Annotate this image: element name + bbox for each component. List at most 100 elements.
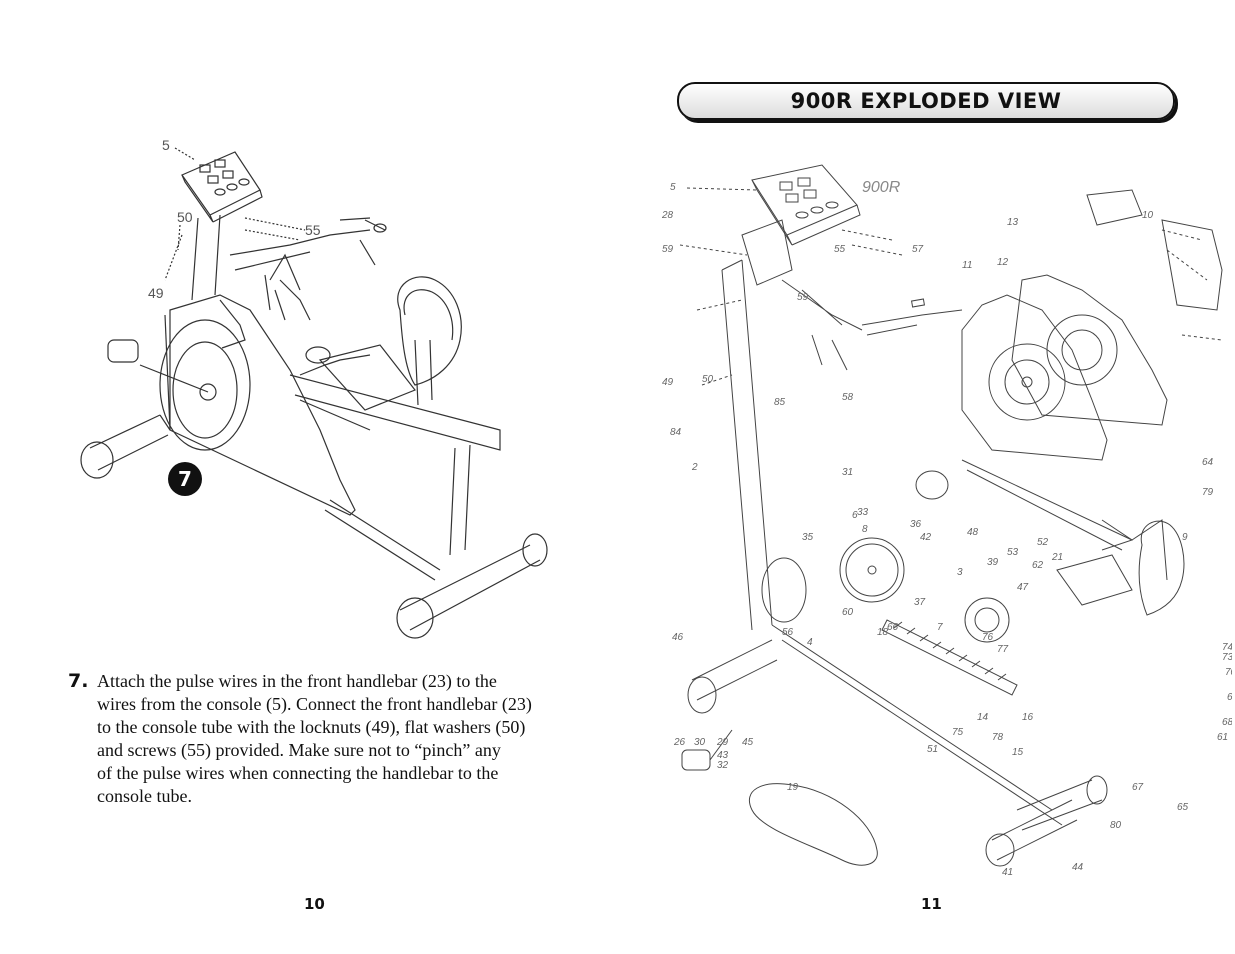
- exploded-view-diagram: 5 28 59 55 57 58 59 49 50 84 85 2 31 33 …: [662, 164, 1232, 878]
- drive-belt-illustration: [749, 783, 878, 866]
- part-label: 50: [177, 209, 193, 225]
- part-label: 26: [673, 737, 686, 748]
- part-label: 62: [1032, 560, 1044, 571]
- part-label: 60: [842, 607, 854, 618]
- part-label: 16: [1022, 712, 1034, 723]
- part-label: 53: [1007, 547, 1019, 558]
- part-label: 46: [672, 632, 684, 643]
- seat-illustration: [299, 276, 462, 411]
- part-label: 47: [1017, 582, 1029, 593]
- part-label: 4: [807, 637, 813, 648]
- step-callout-badge: 7: [168, 462, 202, 496]
- part-label: 45: [742, 737, 754, 748]
- page-number: 10: [304, 895, 325, 913]
- part-label: 48: [967, 527, 979, 538]
- part-label: 44: [1072, 862, 1084, 873]
- left-page: 5 50 49 55 7 7. Attach the pulse wires i…: [0, 0, 617, 954]
- console-illustration: [751, 164, 861, 246]
- flywheel-illustration: [761, 470, 1010, 643]
- part-label: 30: [694, 737, 706, 748]
- right-page: 900R EXPLODED VIEW: [617, 0, 1235, 954]
- page-number: 11: [921, 895, 942, 913]
- part-label: 8: [862, 524, 868, 535]
- part-label: 69: [1227, 692, 1232, 703]
- console-illustration: [181, 151, 263, 223]
- part-label: 12: [997, 257, 1009, 268]
- part-label: 59: [797, 292, 809, 303]
- part-label: 64: [1202, 457, 1214, 468]
- step-line: of the pulse wires when connecting the h…: [97, 763, 499, 783]
- part-label: 65: [1177, 802, 1189, 813]
- part-label: 28: [662, 210, 674, 221]
- part-label: 79: [1202, 487, 1214, 498]
- part-label: 70: [1225, 667, 1232, 678]
- part-label: 78: [992, 732, 1004, 743]
- step-line: console tube.: [97, 786, 192, 806]
- part-label: 5: [162, 137, 170, 153]
- part-label: 52: [1037, 537, 1049, 548]
- part-label: 42: [920, 532, 932, 543]
- part-label: 84: [670, 427, 682, 438]
- part-label: 49: [148, 285, 164, 301]
- part-label: 74: [1222, 642, 1232, 653]
- part-label: 76: [982, 632, 994, 643]
- part-label: 66: [887, 622, 899, 633]
- part-label: 68: [1222, 717, 1232, 728]
- part-label: 35: [802, 532, 814, 543]
- part-label: 11: [962, 260, 972, 271]
- part-label: 39: [987, 557, 999, 568]
- side-cover-illustration: [961, 189, 1223, 461]
- part-label: 32: [717, 760, 729, 771]
- front-stabilizer-illustration: [80, 414, 171, 479]
- step-line: wires from the console (5). Connect the …: [97, 694, 532, 714]
- part-label: 36: [910, 519, 922, 530]
- pedal-illustration: [681, 749, 711, 771]
- rear-stabilizer-illustration: [396, 533, 548, 639]
- part-label: 21: [1051, 552, 1063, 563]
- part-label: 6: [852, 510, 858, 521]
- step-line: Attach the pulse wires in the front hand…: [97, 671, 497, 691]
- page-title: 900R EXPLODED VIEW: [790, 89, 1062, 113]
- part-label: 55: [305, 222, 321, 238]
- part-label: 55: [834, 244, 846, 255]
- part-label: 57: [912, 244, 924, 255]
- part-label: 73: [1222, 652, 1232, 663]
- part-label: 75: [952, 727, 964, 738]
- part-label: 49: [662, 377, 674, 388]
- part-label: 33: [857, 507, 869, 518]
- part-label: 10: [1142, 210, 1154, 221]
- part-label: 41: [1002, 867, 1013, 878]
- step-number: 7.: [68, 670, 89, 692]
- step-line: and screws (55) provided. Make sure not …: [97, 740, 501, 760]
- part-label: 2: [691, 462, 698, 473]
- step-line: to the console tube with the locknuts (4…: [97, 717, 526, 737]
- part-label: 5: [670, 182, 676, 193]
- part-label: 58: [842, 392, 854, 403]
- part-label: 14: [977, 712, 989, 723]
- part-label: 13: [1007, 217, 1019, 228]
- part-label: 51: [927, 744, 938, 755]
- part-label: 77: [997, 644, 1009, 655]
- handlebar-assembly-illustration: 5 50 49 55: [80, 137, 548, 639]
- step-instructions: Attach the pulse wires in the front hand…: [97, 670, 567, 808]
- part-label: 31: [842, 467, 853, 478]
- part-label: 59: [662, 244, 674, 255]
- part-label: 29: [716, 737, 729, 748]
- part-label: 37: [914, 597, 926, 608]
- part-label: 15: [1012, 747, 1024, 758]
- part-label: 85: [774, 397, 786, 408]
- part-label: 19: [787, 782, 799, 793]
- part-label: 61: [1217, 732, 1228, 743]
- part-label: 3: [957, 567, 963, 578]
- part-label: 67: [1132, 782, 1144, 793]
- part-label: 18: [877, 627, 889, 638]
- part-label: 80: [1110, 820, 1122, 831]
- part-label: 50: [702, 374, 714, 385]
- part-label: 7: [937, 622, 943, 633]
- part-label: 9: [1182, 532, 1188, 543]
- flywheel-housing-illustration: [107, 294, 356, 516]
- part-label: 56: [782, 627, 794, 638]
- page-title-banner: 900R EXPLODED VIEW: [677, 82, 1175, 120]
- part-label: 43: [717, 750, 729, 761]
- model-label: 900R: [862, 179, 901, 196]
